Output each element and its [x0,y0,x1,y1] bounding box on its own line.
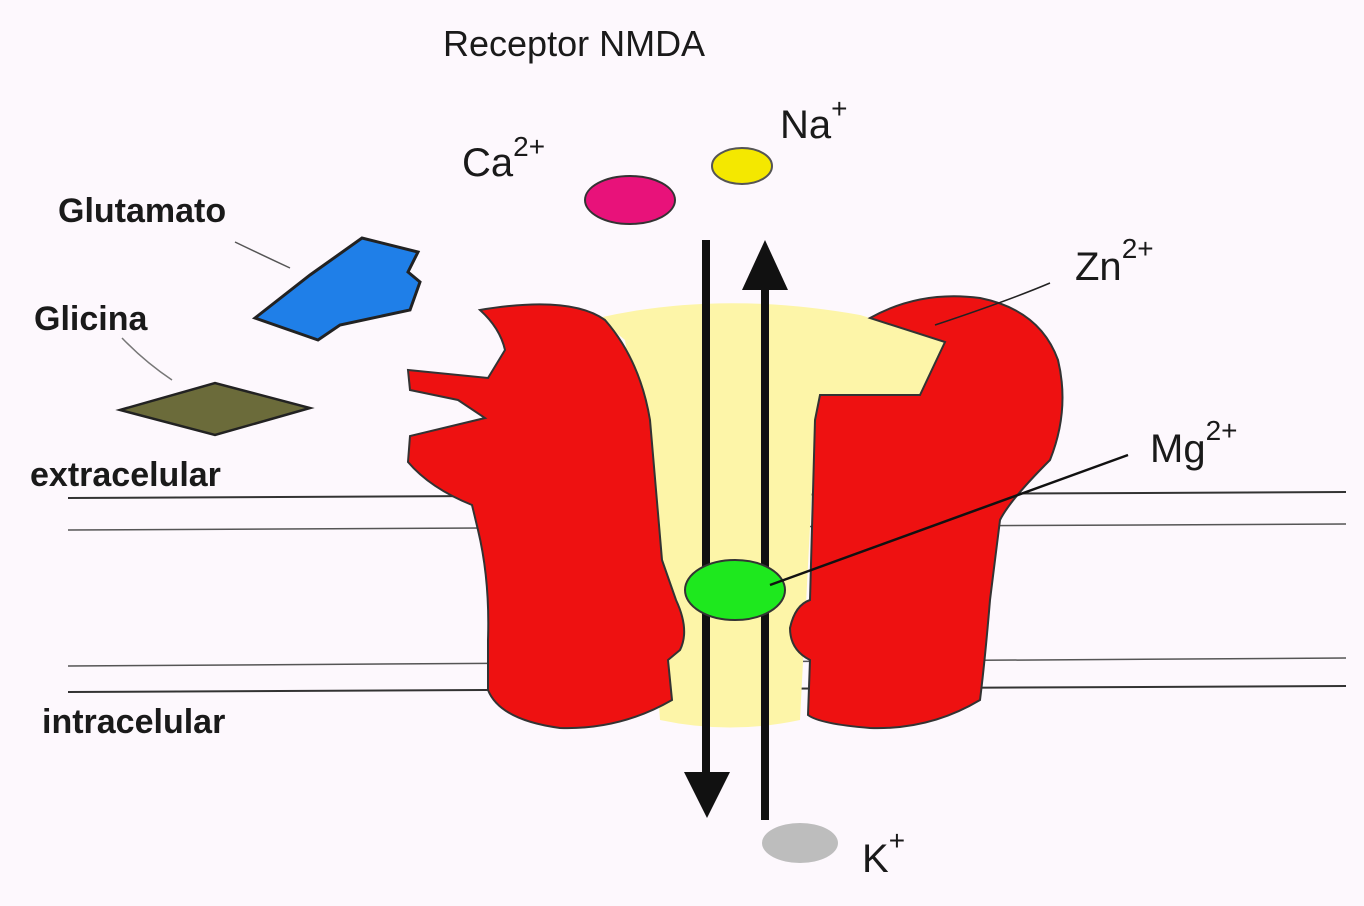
magnesium-label: Mg2+ [1150,415,1238,471]
magnesium-symbol: Mg [1150,427,1206,471]
diagram-title: Receptor NMDA [443,23,705,64]
potassium-label: K+ [862,825,905,881]
outward-arrowhead [742,240,788,290]
zinc-symbol: Zn [1075,245,1122,289]
sodium-symbol: Na [780,103,832,147]
glycine-ligand [120,383,310,435]
glycine-label: Glicina [34,300,148,338]
glutamate-ligand [255,238,420,340]
inward-arrowhead [684,772,730,818]
zinc-charge: 2+ [1122,233,1154,264]
potassium-charge: + [889,825,905,856]
extracellular-label: extracelular [30,456,221,494]
calcium-label: Ca2+ [462,131,545,185]
intracellular-label: intracelular [42,703,225,741]
glutamate-pointer-line [235,242,290,268]
sodium-ion [712,148,772,184]
sodium-label: Na+ [780,93,848,147]
potassium-ion [762,823,838,863]
calcium-symbol: Ca [462,141,514,185]
potassium-symbol: K [862,837,889,881]
calcium-charge: 2+ [513,131,545,162]
sodium-charge: + [831,93,847,124]
calcium-ion [585,176,675,224]
magnesium-charge: 2+ [1206,415,1238,446]
glutamate-label: Glutamato [58,192,226,230]
zinc-label: Zn2+ [1075,233,1154,289]
magnesium-ion [685,560,785,620]
glycine-pointer-line [122,338,172,380]
